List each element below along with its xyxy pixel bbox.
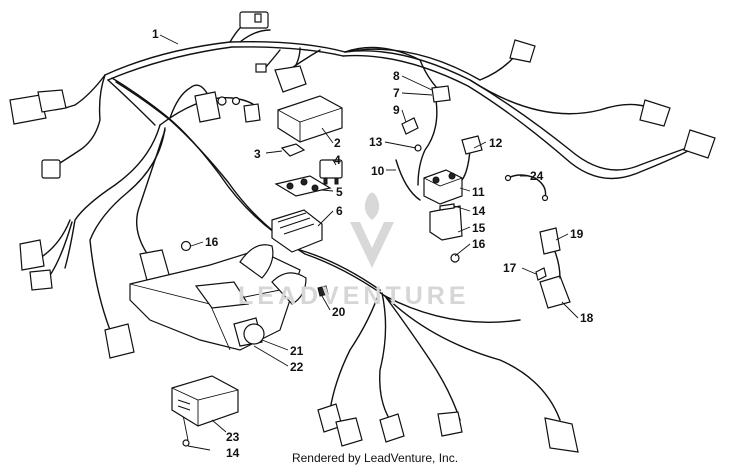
callout-17: 17 [503, 261, 517, 275]
leader-lines [159, 34, 579, 451]
harness-connectors [9, 11, 716, 453]
main-wiring-harness[interactable] [39, 18, 711, 421]
ignition-coil[interactable] [539, 227, 571, 309]
solenoid-bracket[interactable] [429, 205, 463, 241]
callout-3: 3 [254, 147, 261, 161]
callout-labels: 1 2 3 4 5 6 7 8 9 10 11 12 13 14 15 16 1… [152, 27, 594, 460]
cable-wire-24[interactable] [504, 174, 549, 202]
callout-9: 9 [393, 103, 400, 117]
fuse-block[interactable] [274, 175, 332, 197]
callout-16-left: 16 [205, 235, 219, 249]
fuse-panel[interactable] [271, 209, 323, 253]
callout-24: 24 [530, 169, 544, 183]
ground-wire[interactable] [395, 135, 483, 201]
callout-1: 1 [152, 27, 159, 41]
callout-12: 12 [489, 136, 503, 150]
small-fastener-20 [317, 285, 329, 297]
callout-7: 7 [393, 86, 400, 100]
callout-13: 13 [369, 135, 383, 149]
callout-18: 18 [580, 311, 594, 325]
mounting-tray[interactable] [129, 244, 307, 351]
callout-19: 19 [570, 227, 584, 241]
callout-14-lower: 14 [226, 446, 240, 460]
callout-16-right: 16 [472, 237, 486, 251]
callout-5: 5 [336, 185, 343, 199]
fuse-small[interactable] [280, 143, 306, 157]
bolt [179, 203, 455, 447]
boot-cap[interactable] [401, 117, 419, 135]
callout-4: 4 [334, 153, 341, 167]
callout-21: 21 [290, 344, 304, 358]
fuse-box-cover[interactable] [277, 95, 343, 143]
cdi-module[interactable] [171, 375, 239, 427]
callout-14-upper: 14 [472, 204, 486, 218]
coil-screw [535, 267, 547, 281]
callout-15: 15 [472, 221, 486, 235]
watermark-text: LEADVENTURE [238, 282, 470, 310]
watermark-logo [350, 192, 394, 268]
callout-22: 22 [290, 360, 304, 374]
starter-solenoid[interactable] [423, 169, 463, 205]
callout-11: 11 [472, 185, 485, 199]
footer-credit: Rendered by LeadVenture, Inc. [291, 451, 459, 465]
relay[interactable] [319, 159, 343, 185]
callout-8: 8 [393, 69, 400, 83]
callout-10: 10 [371, 164, 385, 178]
wire-lead-top[interactable] [417, 85, 451, 186]
callout-6: 6 [336, 204, 343, 218]
callout-20: 20 [332, 305, 346, 319]
callout-23: 23 [226, 430, 240, 444]
callout-2: 2 [334, 136, 341, 150]
